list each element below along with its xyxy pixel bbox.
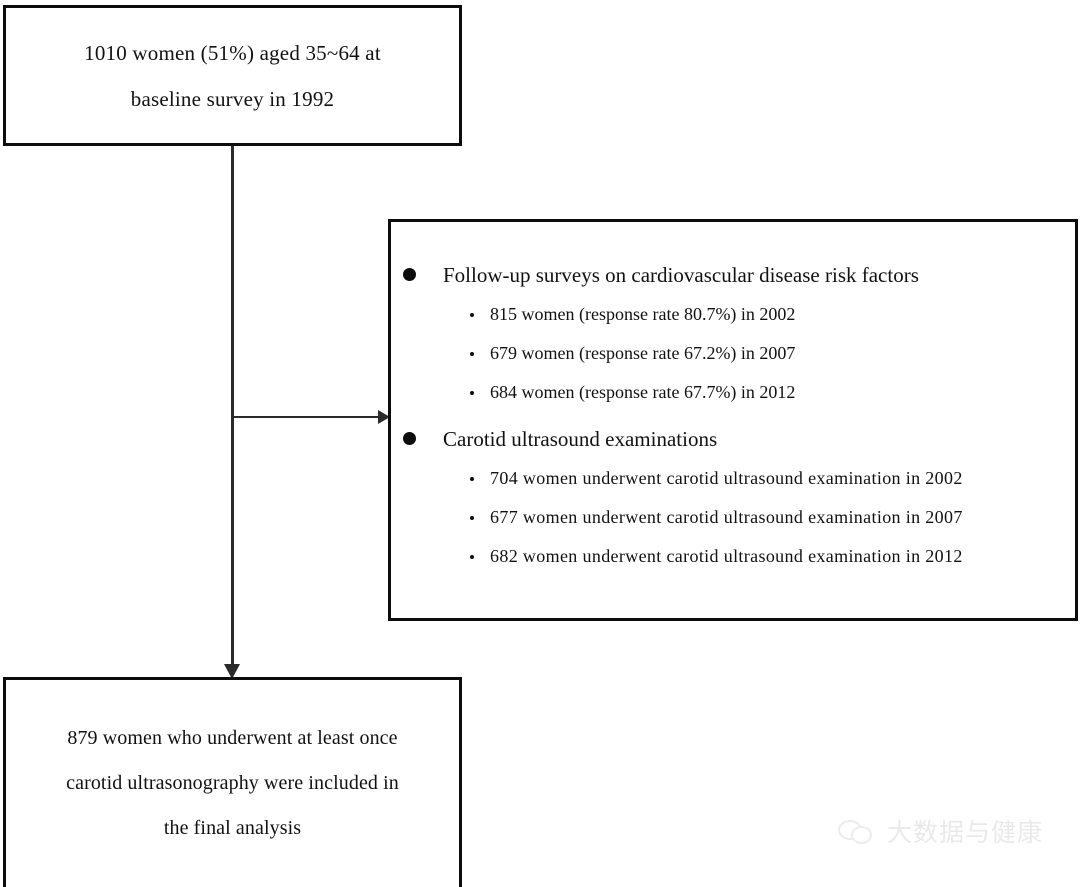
- wechat-logo-icon: [838, 818, 878, 848]
- followup-heading: Follow-up surveys on cardiovascular dise…: [443, 263, 919, 287]
- followup-item-2002: 815 women (response rate 80.7%) in 2002: [490, 304, 796, 324]
- baseline-line-2: baseline survey in 1992: [130, 86, 335, 111]
- carotid-item-row: 677 women underwent carotid ultrasound e…: [391, 498, 1075, 537]
- carotid-item-2007: 677 women underwent carotid ultrasound e…: [490, 507, 963, 527]
- final-analysis-box: 879 women who underwent at least once ca…: [3, 677, 462, 887]
- followup-item-row: 684 women (response rate 67.7%) in 2012: [391, 373, 1075, 412]
- sub-bullet-dot-icon: [470, 516, 474, 520]
- watermark: 大数据与健康: [838, 818, 1043, 848]
- final-line-1: 879 women who underwent at least once: [67, 727, 398, 749]
- sub-bullet-dot-icon: [470, 391, 474, 395]
- vertical-connector-line: [231, 146, 234, 673]
- carotid-heading-row: Carotid ultrasound examinations: [391, 420, 1075, 459]
- sub-bullet-dot-icon: [470, 352, 474, 356]
- followup-heading-row: Follow-up surveys on cardiovascular dise…: [391, 256, 1075, 295]
- carotid-ultrasound-group: Carotid ultrasound examinations 704 wome…: [391, 420, 1075, 576]
- carotid-heading: Carotid ultrasound examinations: [443, 427, 718, 451]
- followup-item-row: 815 women (response rate 80.7%) in 2002: [391, 295, 1075, 334]
- carotid-item-row: 704 women underwent carotid ultrasound e…: [391, 459, 1075, 498]
- baseline-cohort-box: 1010 women (51%) aged 35~64 at baseline …: [3, 5, 462, 146]
- followup-surveys-box: Follow-up surveys on cardiovascular dise…: [388, 219, 1078, 621]
- arrow-right-icon: [378, 410, 390, 424]
- bullet-dot-icon: [403, 432, 416, 445]
- bullet-dot-icon: [403, 268, 416, 281]
- watermark-text: 大数据与健康: [887, 818, 1044, 847]
- final-line-2: carotid ultrasonography were included in: [66, 772, 399, 794]
- sub-bullet-dot-icon: [470, 477, 474, 481]
- carotid-item-2012: 682 women underwent carotid ultrasound e…: [490, 546, 963, 566]
- carotid-item-row: 682 women underwent carotid ultrasound e…: [391, 537, 1075, 576]
- followup-item-2012: 684 women (response rate 67.7%) in 2012: [490, 382, 796, 402]
- horizontal-connector-line: [233, 416, 381, 418]
- carotid-item-2002: 704 women underwent carotid ultrasound e…: [490, 468, 963, 488]
- sub-bullet-dot-icon: [470, 313, 474, 317]
- final-line-3: the final analysis: [163, 817, 302, 839]
- followup-item-row: 679 women (response rate 67.2%) in 2007: [391, 334, 1075, 373]
- arrow-down-icon: [224, 664, 240, 679]
- followup-surveys-group: Follow-up surveys on cardiovascular dise…: [391, 256, 1075, 412]
- baseline-line-1: 1010 women (51%) aged 35~64 at: [84, 40, 381, 65]
- wechat-bubble-small: [851, 826, 872, 844]
- sub-bullet-dot-icon: [470, 555, 474, 559]
- followup-item-2007: 679 women (response rate 67.2%) in 2007: [490, 343, 796, 363]
